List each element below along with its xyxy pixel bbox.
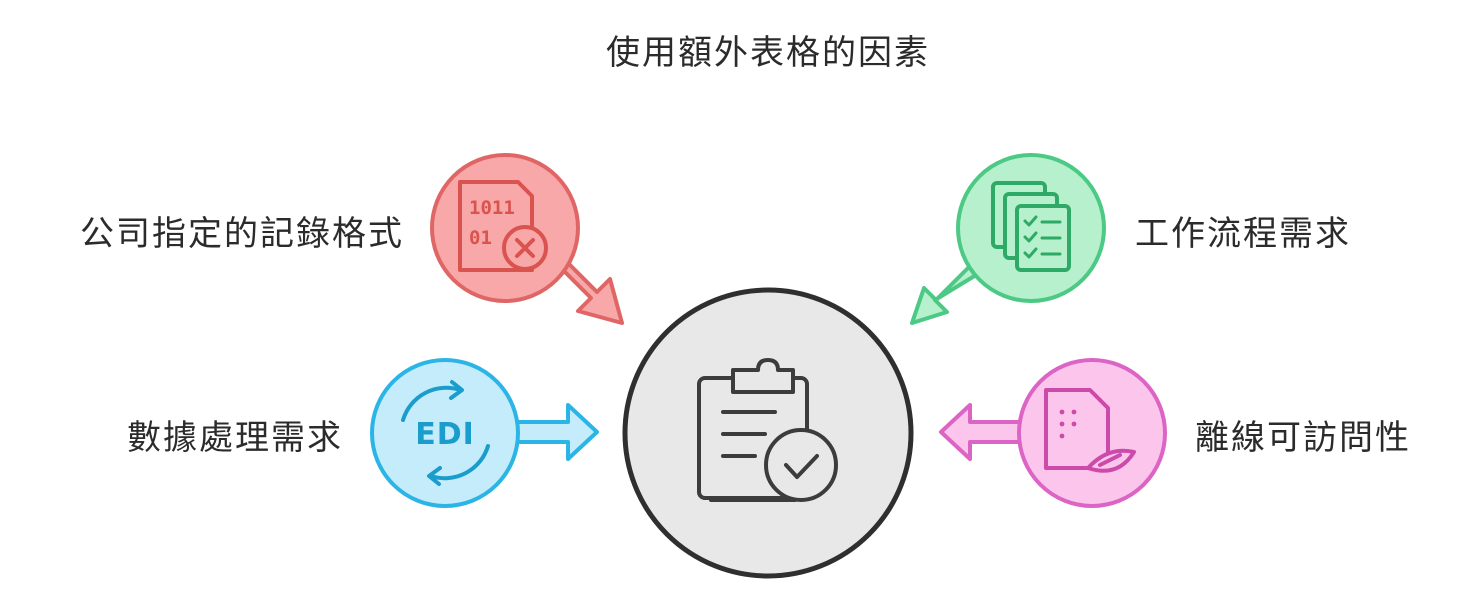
factor-circle-offline-access [1017,358,1167,508]
offline-document-icon [1044,388,1136,473]
edi-label: EDI [415,417,475,452]
arrow-offline-access [939,403,1032,461]
factor-label-company-format: 公司指定的記錄格式 [80,214,404,254]
edi-exchange-icon: EDI [401,380,490,486]
factor-company-format: 1011 01 公司指定的記錄格式 [80,153,624,325]
arrow-workflow [910,262,983,325]
factor-label-workflow: 工作流程需求 [1135,214,1351,254]
binary-text-bottom: 01 [469,227,492,249]
binary-text-top: 1011 [469,197,515,219]
factor-circle-data-processing [370,358,520,508]
factor-workflow: 工作流程需求 [910,153,1351,325]
factor-label-offline-access: 離線可訪問性 [1195,418,1411,458]
binary-file-error-icon: 1011 01 [458,180,548,272]
diagram-title: 使用額外表格的因素 [606,33,930,73]
clipboard-check-icon [697,358,838,502]
center-node [622,287,914,579]
factor-label-data-processing: 數據處理需求 [127,418,343,458]
factor-offline-access: 離線可訪問性 [939,358,1411,508]
checklist-documents-icon [991,181,1071,272]
factor-data-processing: EDI 數據處理需求 [127,358,599,508]
factor-circle-company-format [430,153,580,303]
arrow-data-processing [508,403,599,461]
